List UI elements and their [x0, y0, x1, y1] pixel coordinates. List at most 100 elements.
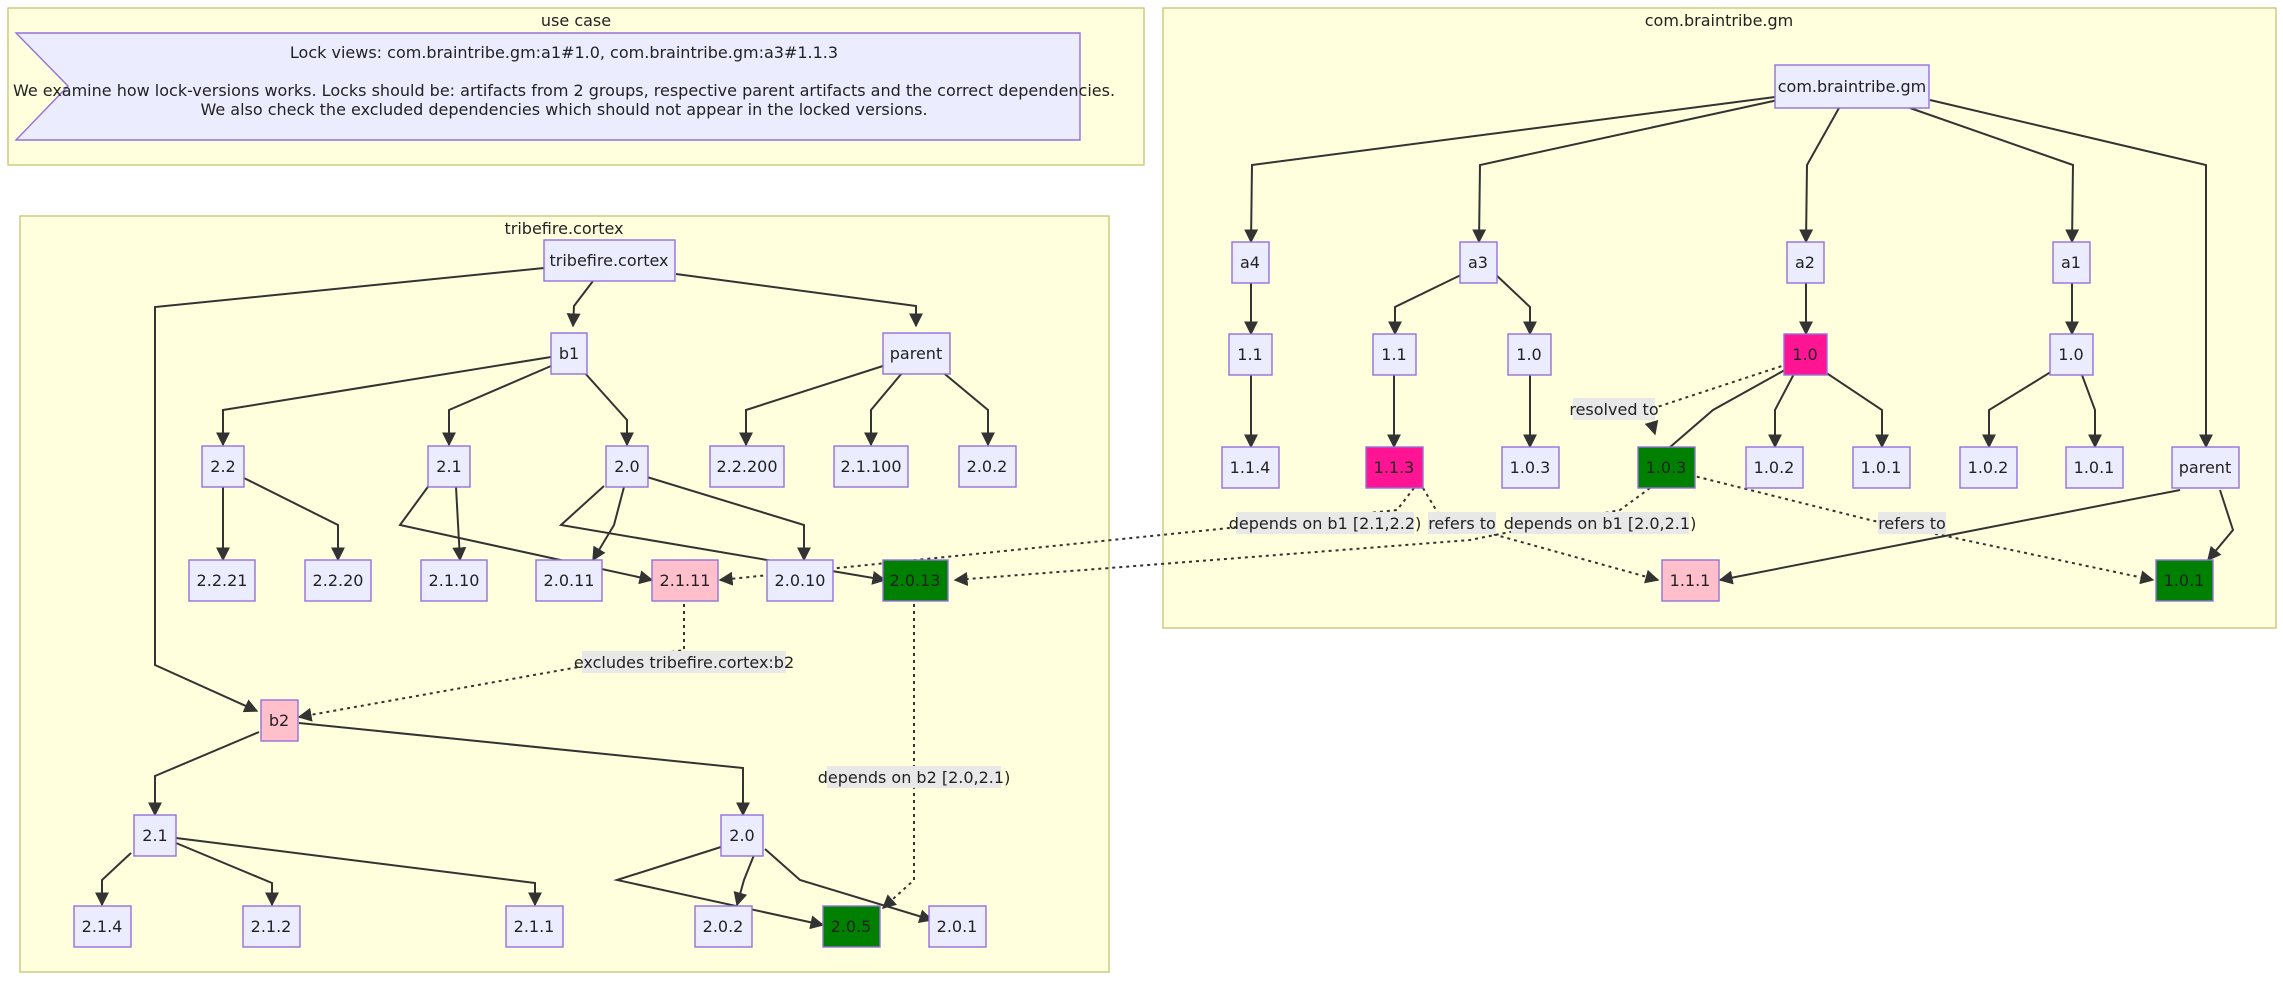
node-gm-a3[interactable]: a3: [1459, 241, 1498, 284]
node-cortex-b1[interactable]: b1: [550, 332, 588, 375]
cluster-com-braintribe-gm: com.braintribe.gm: [1162, 7, 2277, 629]
svg-text:2.1.2: 2.1.2: [251, 917, 292, 936]
node-cortex-parent[interactable]: parent: [882, 332, 951, 375]
node-cortex-b1-2.1[interactable]: 2.1: [427, 445, 471, 488]
node-cortex-b1-2.2.20[interactable]: 2.2.20: [304, 559, 372, 602]
svg-text:a3: a3: [1468, 253, 1488, 272]
node-gm-a1-1.0.1[interactable]: 1.0.1: [2065, 446, 2124, 489]
note-line-3: We also check the excluded dependencies …: [200, 100, 927, 119]
node-gm-a2-1.0.2[interactable]: 1.0.2: [1745, 446, 1804, 489]
node-cortex-root[interactable]: tribefire.cortex: [543, 239, 676, 282]
node-gm-a2-1.0[interactable]: 1.0: [1783, 333, 1828, 376]
edge-label-excludes: excludes tribefire.cortex:b2: [574, 653, 794, 672]
svg-text:1.1.3: 1.1.3: [1374, 458, 1415, 477]
node-cortex-b2-2.0.2[interactable]: 2.0.2: [694, 905, 753, 948]
node-cortex-parent-2.1.100[interactable]: 2.1.100: [833, 445, 909, 488]
node-gm-a3-1.1.3[interactable]: 1.1.3: [1365, 446, 1424, 489]
node-cortex-b2-2.1.2[interactable]: 2.1.2: [242, 905, 301, 948]
svg-text:tribefire.cortex: tribefire.cortex: [550, 251, 669, 270]
svg-text:2.0.2: 2.0.2: [967, 457, 1008, 476]
svg-text:a4: a4: [1240, 253, 1260, 272]
node-cortex-b1-2.1.10[interactable]: 2.1.10: [420, 559, 488, 602]
svg-text:1.0.3: 1.0.3: [1646, 458, 1687, 477]
node-cortex-b1-2.2.21[interactable]: 2.2.21: [188, 559, 256, 602]
svg-text:2.1: 2.1: [142, 826, 167, 845]
node-gm-a1-1.0[interactable]: 1.0: [2049, 333, 2094, 376]
svg-text:1.0.3: 1.0.3: [1510, 458, 1551, 477]
node-gm-parent-1.1.1[interactable]: 1.1.1: [1661, 559, 1720, 602]
edge-label-resolved-to: resolved to: [1569, 400, 1658, 419]
node-cortex-b1-2.1.11[interactable]: 2.1.11: [651, 559, 719, 602]
svg-text:2.1.11: 2.1.11: [660, 571, 711, 590]
node-cortex-parent-2.0.2[interactable]: 2.0.2: [958, 445, 1017, 488]
cluster-title-gm: com.braintribe.gm: [1645, 11, 1794, 30]
node-cortex-b2-2.1.4[interactable]: 2.1.4: [73, 905, 132, 948]
svg-text:b2: b2: [269, 711, 289, 730]
note-line-2: We examine how lock-versions works. Lock…: [13, 81, 1115, 100]
svg-text:2.0.11: 2.0.11: [544, 571, 595, 590]
svg-text:com.braintribe.gm: com.braintribe.gm: [1778, 77, 1927, 96]
node-gm-a4-1.1[interactable]: 1.1: [1228, 333, 1273, 376]
edge-label-depends-b2: depends on b2 [2.0,2.1): [818, 768, 1011, 787]
svg-text:1.0: 1.0: [1516, 345, 1541, 364]
node-gm-parent-1.0.1[interactable]: 1.0.1: [2155, 559, 2214, 602]
svg-text:parent: parent: [890, 344, 942, 363]
svg-text:parent: parent: [2179, 458, 2231, 477]
svg-text:1.1: 1.1: [1237, 345, 1262, 364]
svg-text:1.1: 1.1: [1381, 345, 1406, 364]
node-gm-a3-1.0.3[interactable]: 1.0.3: [1501, 446, 1560, 489]
svg-text:2.0: 2.0: [614, 457, 639, 476]
svg-text:1.0: 1.0: [2058, 345, 2083, 364]
cluster-title-cortex: tribefire.cortex: [505, 219, 624, 238]
use-case-note: Lock views: com.braintribe.gm:a1#1.0, co…: [13, 32, 1115, 141]
svg-text:2.0.1: 2.0.1: [937, 917, 978, 936]
svg-text:1.0.1: 1.0.1: [2164, 571, 2205, 590]
svg-text:a1: a1: [2061, 253, 2081, 272]
svg-text:2.0.13: 2.0.13: [890, 571, 941, 590]
svg-text:2.0.10: 2.0.10: [775, 571, 826, 590]
node-gm-a2-1.0.1[interactable]: 1.0.1: [1852, 446, 1911, 489]
node-gm-a1[interactable]: a1: [2052, 241, 2091, 284]
node-cortex-b2-2.0.5[interactable]: 2.0.5: [822, 905, 881, 948]
svg-text:2.2.20: 2.2.20: [313, 571, 364, 590]
node-gm-a4[interactable]: a4: [1231, 241, 1270, 284]
svg-text:1.1.4: 1.1.4: [1230, 458, 1271, 477]
svg-text:2.1.1: 2.1.1: [514, 917, 555, 936]
node-gm-a4-1.1.4[interactable]: 1.1.4: [1221, 446, 1280, 489]
svg-text:2.2: 2.2: [210, 457, 235, 476]
node-cortex-b2-2.0[interactable]: 2.0: [720, 814, 764, 857]
edge-label-depends-b1-21: depends on b1 [2.1,2.2): [1229, 514, 1422, 533]
svg-text:2.2.21: 2.2.21: [197, 571, 248, 590]
svg-text:1.1.1: 1.1.1: [1670, 571, 1711, 590]
svg-text:2.1.10: 2.1.10: [429, 571, 480, 590]
cluster-title-use-case: use case: [541, 11, 611, 30]
node-cortex-b1-2.0[interactable]: 2.0: [605, 445, 649, 488]
node-cortex-parent-2.2.200[interactable]: 2.2.200: [709, 445, 785, 488]
edge-label-refers-to-2: refers to: [1878, 514, 1946, 533]
node-gm-a1-1.0.2[interactable]: 1.0.2: [1959, 446, 2018, 489]
svg-text:1.0.1: 1.0.1: [2074, 458, 2115, 477]
node-gm-root[interactable]: com.braintribe.gm: [1774, 64, 1930, 109]
node-gm-a3-1.0[interactable]: 1.0: [1507, 333, 1552, 376]
node-gm-a3-1.1[interactable]: 1.1: [1372, 333, 1417, 376]
node-cortex-b1-2.0.11[interactable]: 2.0.11: [535, 559, 603, 602]
node-gm-a2-1.0.3[interactable]: 1.0.3: [1637, 446, 1696, 489]
node-gm-a2[interactable]: a2: [1786, 241, 1825, 284]
node-cortex-b1-2.0.10[interactable]: 2.0.10: [766, 559, 834, 602]
svg-text:2.0: 2.0: [729, 826, 754, 845]
node-cortex-b1-2.0.13[interactable]: 2.0.13: [882, 559, 949, 602]
svg-text:1.0.1: 1.0.1: [1861, 458, 1902, 477]
node-cortex-b2-2.1.1[interactable]: 2.1.1: [505, 905, 564, 948]
edge-label-refers-to-1: refers to: [1428, 514, 1496, 533]
node-cortex-b2-2.0.1[interactable]: 2.0.1: [928, 905, 987, 948]
svg-text:2.1.100: 2.1.100: [840, 457, 901, 476]
cortex-edges: [95, 267, 995, 930]
svg-text:1.0.2: 1.0.2: [1754, 458, 1795, 477]
node-cortex-b1-2.2[interactable]: 2.2: [201, 445, 245, 488]
node-cortex-b2[interactable]: b2: [260, 699, 299, 742]
node-cortex-b2-2.1[interactable]: 2.1: [133, 814, 177, 857]
node-gm-parent[interactable]: parent: [2171, 446, 2240, 489]
note-line-1: Lock views: com.braintribe.gm:a1#1.0, co…: [290, 43, 838, 62]
svg-text:b1: b1: [559, 344, 579, 363]
